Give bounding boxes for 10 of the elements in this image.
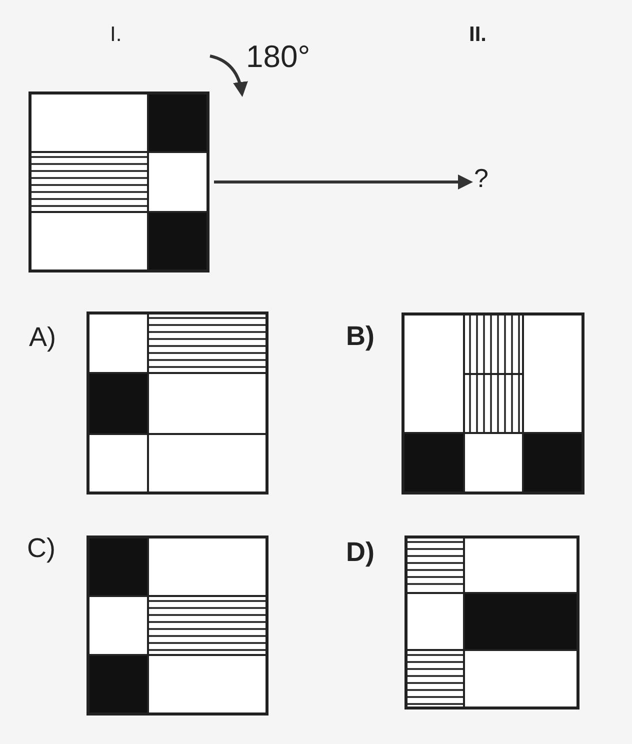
option-letter: A) bbox=[29, 324, 56, 351]
pattern-grid-drawing bbox=[28, 91, 210, 273]
option-letter: B) bbox=[346, 323, 374, 350]
option-letter: C) bbox=[27, 535, 56, 562]
option-letter: D) bbox=[346, 539, 374, 566]
column-heading: I. bbox=[110, 24, 122, 45]
rotation-angle-label: 180° bbox=[246, 41, 310, 72]
arrow bbox=[214, 174, 473, 190]
question-mark: ? bbox=[474, 165, 488, 191]
column-heading: II. bbox=[469, 24, 487, 45]
